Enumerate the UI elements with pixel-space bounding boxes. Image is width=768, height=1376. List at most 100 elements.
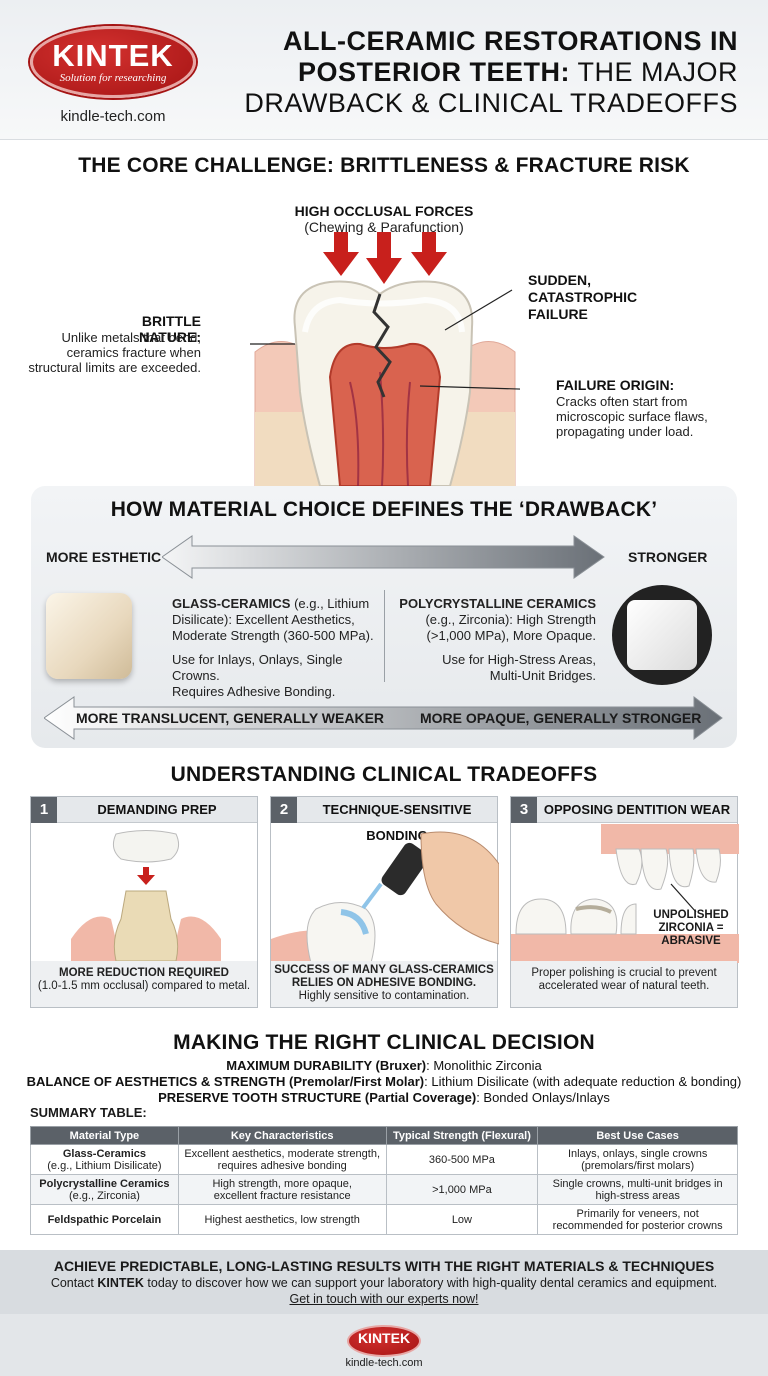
cell-characteristics: Excellent aesthetics, moderate strength,… (177, 1144, 387, 1175)
cta-link[interactable]: Get in touch with our experts now! (289, 1292, 479, 1306)
table-row: Feldspathic Porcelain Highest aesthetics… (30, 1204, 738, 1235)
esthetic-strength-arrow (162, 535, 605, 579)
cell-characteristics: Highest aesthetics, low strength (177, 1204, 387, 1235)
caption-3-line1: Proper polishing is crucial to prevent (531, 967, 717, 979)
summary-table: Material Type Key Characteristics Typica… (30, 1126, 738, 1235)
char-line1: Excellent aesthetics, moderate strength, (184, 1147, 381, 1160)
cell-use-cases: Inlays, onlays, single crowns(premolars/… (537, 1144, 738, 1175)
title-line3: DRAWBACK & CLINICAL TRADEOFFS (244, 88, 738, 118)
poly-l2: (e.g., Zirconia): High Strength (425, 612, 596, 627)
summary-header-row: Material Type Key Characteristics Typica… (30, 1126, 738, 1145)
poly-use2: Multi-Unit Bridges. (489, 668, 596, 683)
tradeoff-head-1: DEMANDING PREP (97, 802, 217, 817)
glass-l2: Disilicate): Excellent Aesthetics, (172, 612, 355, 627)
material-divider (384, 590, 385, 682)
glass-ceramics-desc: GLASS-CERAMICS (e.g., Lithium Disilicate… (172, 596, 377, 700)
failure-label: SUDDEN, CATASTROPHIC FAILURE (528, 272, 637, 323)
origin-line3: propagating under load. (556, 424, 694, 439)
decision-line3-rest: : Bonded Onlays/Inlays (476, 1090, 610, 1105)
brittle-line2: ceramics fracture when (66, 345, 201, 360)
glass-l1: (e.g., Lithium (290, 596, 370, 611)
header-url[interactable]: kindle-tech.com (60, 108, 166, 125)
brittle-line1: Unlike metals that bend, (61, 330, 201, 345)
poly-head: POLYCRYSTALLINE CERAMICS (399, 596, 596, 611)
cell-strength: Low (385, 1204, 539, 1235)
footer-logo-word: KINTEK (357, 1330, 411, 1346)
brittle-line3: structural limits are exceeded. (28, 360, 201, 375)
failure-line1: SUDDEN, (528, 272, 592, 288)
caption-1-bold: MORE REDUCTION REQUIRED (59, 967, 229, 979)
cell-material: Polycrystalline Ceramics(e.g., Zirconia) (30, 1174, 179, 1205)
note-line2: ZIRCONIA = (658, 922, 724, 934)
footer-logo[interactable] (347, 1325, 421, 1357)
decision-line-1: MAXIMUM DURABILITY (Bruxer): Monolithic … (0, 1058, 768, 1073)
cell-material: Glass-Ceramics(e.g., Lithium Disilicate) (30, 1144, 179, 1175)
caption-1-rest: (1.0-1.5 mm occlusal) compared to metal. (37, 980, 251, 992)
decision-title: MAKING THE RIGHT CLINICAL DECISION (173, 1031, 595, 1054)
glass-use1: Use for Inlays, Onlays, Single Crowns. (172, 652, 343, 683)
decision-line-3: PRESERVE TOOTH STRUCTURE (Partial Covera… (0, 1090, 768, 1105)
logo-wordmark: KINTEK (52, 38, 174, 73)
brittle-desc: Unlike metals that bend, ceramics fractu… (20, 330, 201, 375)
tooth-fracture-illustration (250, 232, 520, 486)
title-line2-bold: POSTERIOR TEETH: (297, 57, 570, 87)
caption-2-rest: Highly sensitive to contamination. (298, 990, 470, 1002)
caption-2-bold2: RELIES ON ADHESIVE BONDING. (291, 977, 477, 989)
use-line1: Single crowns, multi-unit bridges in (552, 1177, 723, 1190)
footer-url[interactable]: kindle-tech.com (345, 1357, 423, 1369)
poly-ceramics-desc: POLYCRYSTALLINE CERAMICS (e.g., Zirconia… (396, 596, 596, 684)
title-line1: ALL-CERAMIC RESTORATIONS IN (283, 26, 738, 56)
note-line1: UNPOLISHED (653, 909, 729, 921)
opaque-label: MORE OPAQUE, GENERALLY STRONGER (420, 710, 702, 726)
translucent-label: MORE TRANSLUCENT, GENERALLY WEAKER (76, 710, 385, 726)
decision-line2-bold: BALANCE OF AESTHETICS & STRENGTH (Premol… (26, 1074, 425, 1089)
use-line2: high-stress areas (595, 1189, 680, 1202)
decision-line1-rest: : Monolithic Zirconia (426, 1058, 542, 1073)
material-name: Glass-Ceramics (62, 1147, 146, 1160)
use-line1: Inlays, onlays, single crowns (567, 1147, 708, 1160)
brittle-heading: BRITTLE NATURE: (139, 313, 201, 345)
origin-line1: Cracks often start from (556, 394, 688, 409)
summary-label: SUMMARY TABLE: (30, 1105, 147, 1120)
use-line2: recommended for posterior crowns (552, 1219, 723, 1232)
glass-use2: Requires Adhesive Bonding. (172, 684, 336, 699)
pulp (328, 342, 442, 486)
more-esthetic-label: MORE ESTHETIC (46, 549, 162, 565)
table-row: Glass-Ceramics(e.g., Lithium Disilicate)… (30, 1144, 738, 1175)
tradeoffs-title: UNDERSTANDING CLINICAL TRADEOFFS (170, 763, 598, 786)
zirconia-note: UNPOLISHED ZIRCONIA = ABRASIVE (643, 909, 739, 948)
caption-3-line2: accelerated wear of natural teeth. (538, 980, 710, 992)
note-line3: ABRASIVE (661, 935, 721, 947)
page-title: ALL-CERAMIC RESTORATIONS IN POSTERIOR TE… (218, 26, 738, 119)
origin-line2: microscopic surface flaws, (556, 409, 708, 424)
kintek-logo[interactable] (30, 26, 196, 98)
tradeoff-caption-1: MORE REDUCTION REQUIRED(1.0-1.5 mm occlu… (31, 961, 257, 1007)
material-example: (e.g., Zirconia) (68, 1189, 140, 1202)
tooth-prep-icon (71, 830, 221, 961)
tradeoff-num-1: 1 (31, 797, 57, 823)
col-material: Material Type (30, 1126, 179, 1145)
char-line2: excellent fracture resistance (213, 1189, 351, 1202)
caption-2-bold1: SUCCESS OF MANY GLASS-CERAMICS (274, 964, 494, 976)
cta-band (0, 1250, 768, 1314)
tradeoff-num-3: 3 (511, 797, 537, 823)
cell-strength: >1,000 MPa (385, 1174, 539, 1205)
origin-desc: Cracks often start from microscopic surf… (556, 394, 708, 439)
table-row: Polycrystalline Ceramics(e.g., Zirconia)… (30, 1174, 738, 1205)
decision-line2-rest: : Lithium Disilicate (with adequate redu… (424, 1074, 742, 1089)
char-line2: requires adhesive bonding (217, 1159, 347, 1172)
cta-heading: ACHIEVE PREDICTABLE, LONG-LASTING RESULT… (53, 1258, 715, 1274)
col-characteristics: Key Characteristics (177, 1126, 387, 1145)
origin-heading: FAILURE ORIGIN: (556, 377, 675, 393)
col-strength: Typical Strength (Flexural) (385, 1126, 539, 1145)
cta-text: Contact KINTEK today to discover how we … (0, 1276, 768, 1290)
cta-pre: Contact (50, 1276, 98, 1290)
material-example: (e.g., Lithium Disilicate) (47, 1159, 162, 1172)
use-line2: (premolars/first molars) (581, 1159, 695, 1172)
col-use-cases: Best Use Cases (537, 1126, 738, 1145)
